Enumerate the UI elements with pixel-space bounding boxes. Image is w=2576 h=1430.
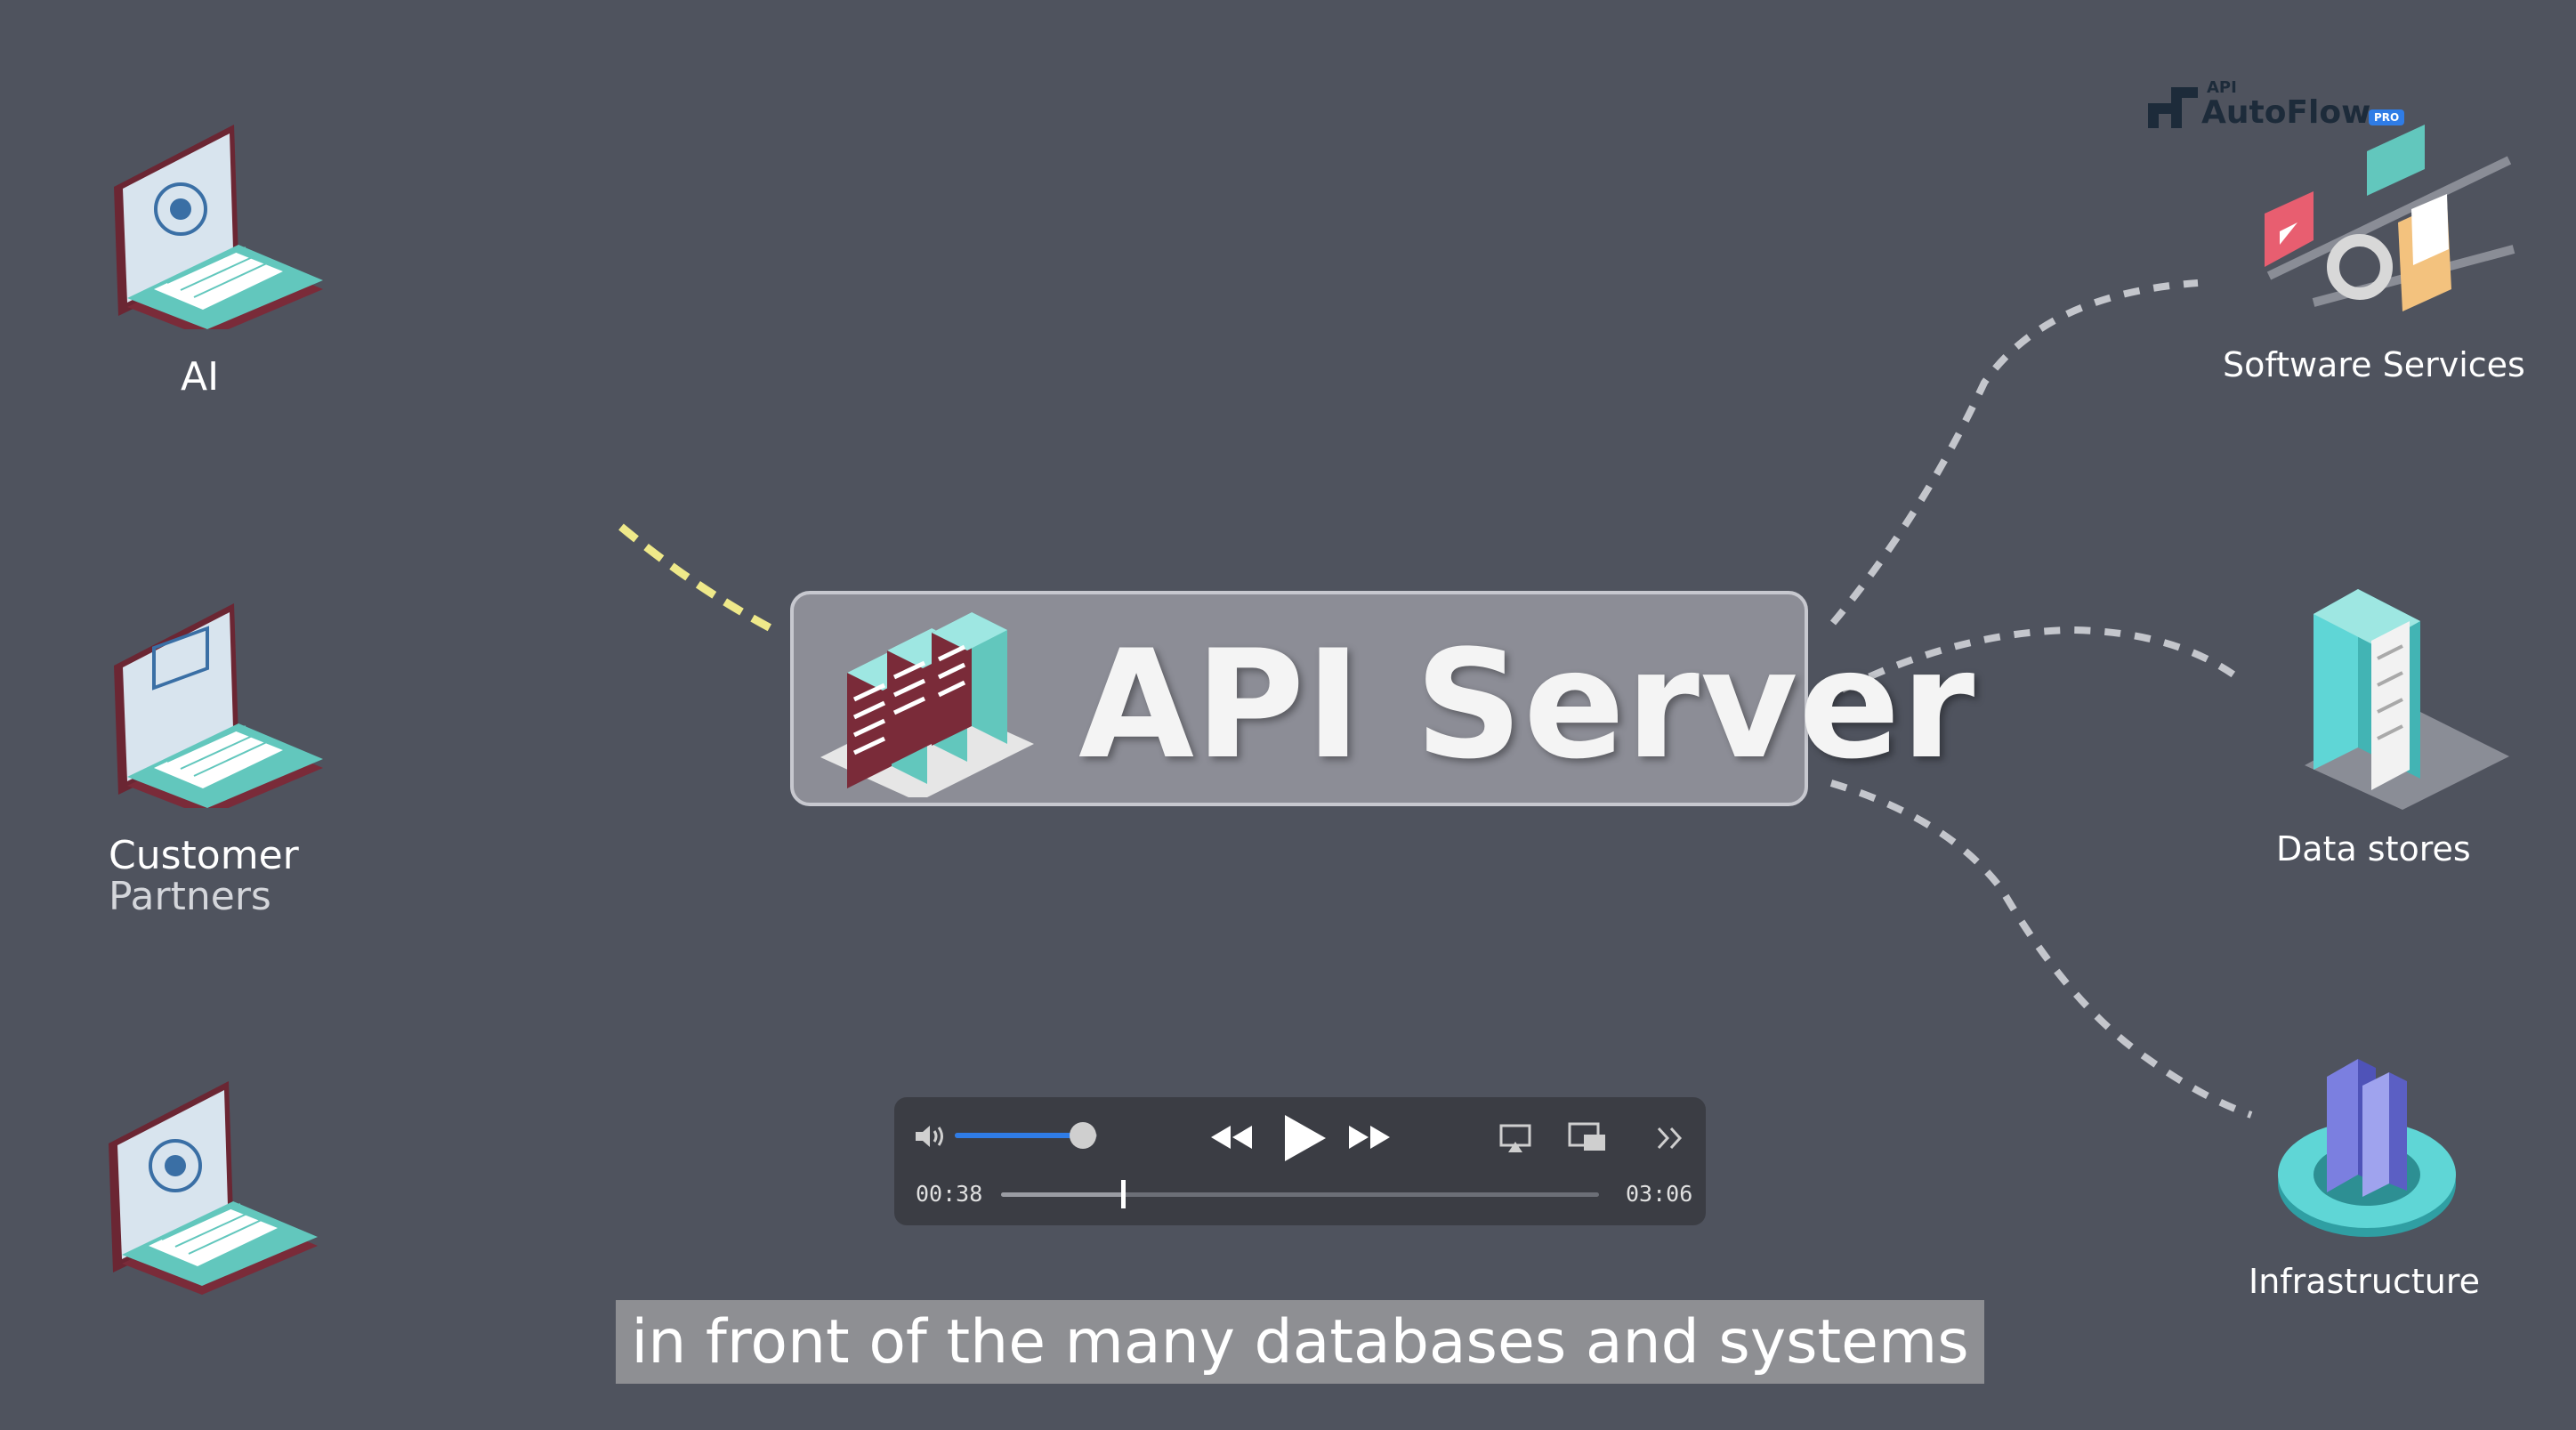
airplay-icon[interactable] (1499, 1124, 1531, 1154)
laptop-ai-icon (114, 125, 323, 329)
volume-fill (955, 1133, 1083, 1138)
infrastructure-label: Infrastructure (2249, 1262, 2481, 1301)
current-time: 00:38 (916, 1181, 983, 1207)
software-services-label: Software Services (2223, 345, 2525, 384)
progress-bar[interactable] (1001, 1180, 1599, 1208)
volume-slider[interactable] (955, 1122, 1097, 1149)
subtitle-caption: in front of the many databases and syste… (616, 1300, 1984, 1384)
more-options-icon[interactable] (1655, 1126, 1685, 1151)
client-partners-label: Partners (109, 874, 271, 919)
data-stores-icon (2305, 589, 2509, 810)
brand-pro-badge: PRO (2369, 109, 2405, 125)
api-server-title: API Server (1078, 618, 1976, 792)
fast-forward-icon[interactable] (1347, 1124, 1392, 1151)
progress-handle[interactable] (1121, 1180, 1126, 1208)
software-services-icon (2265, 125, 2515, 311)
infrastructure-icon (2278, 1059, 2456, 1237)
brand-logo: API AutoFlow PRO (2144, 78, 2420, 141)
volume-icon[interactable] (914, 1122, 949, 1151)
volume-knob[interactable] (1070, 1122, 1096, 1149)
rewind-icon[interactable] (1209, 1124, 1254, 1151)
client-link-line (618, 523, 775, 633)
duration-time: 03:06 (1626, 1181, 1693, 1207)
client-ai: AI (105, 125, 345, 400)
client-customer-label: Customer (109, 833, 299, 878)
laptop-customer-icon (114, 603, 323, 808)
brand-name: AutoFlow (2201, 94, 2371, 131)
laptop-third-icon (109, 1081, 318, 1295)
software-services-link (1829, 279, 2199, 626)
brand-small-label: API (2207, 78, 2237, 97)
autoflow-logo-icon (2148, 87, 2198, 128)
data-stores-label: Data stores (2276, 829, 2471, 869)
data-stores-link (1840, 626, 2236, 693)
client-third (100, 1081, 340, 1295)
api-server-box: API Server (790, 591, 1974, 806)
server-rack-icon (820, 612, 1034, 797)
media-player-controls[interactable]: 00:38 03:06 (894, 1097, 1706, 1225)
subtitle-text: in front of the many databases and syste… (631, 1306, 1969, 1377)
client-ai-label: AI (181, 354, 220, 400)
progress-track (1001, 1192, 1599, 1197)
client-customer-partners: Customer Partners (105, 603, 345, 919)
picture-in-picture-icon[interactable] (1568, 1122, 1607, 1154)
play-icon[interactable] (1280, 1113, 1328, 1163)
infrastructure-link (1829, 780, 2253, 1119)
progress-fill (1001, 1192, 1124, 1197)
